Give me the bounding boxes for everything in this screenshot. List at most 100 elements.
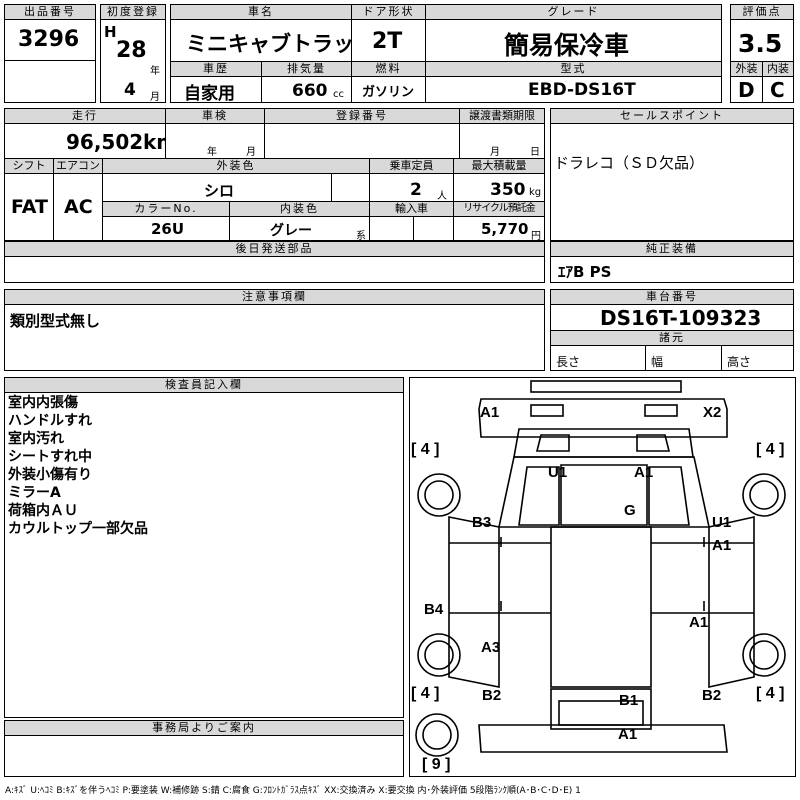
notes-label: 注意事項欄: [4, 289, 545, 305]
genuine-label: 純正装備: [550, 241, 794, 257]
displacement-unit: cc: [333, 89, 344, 100]
windshield-right: [636, 434, 671, 452]
damage-mark: B1: [619, 692, 639, 709]
displacement-label: 排気量: [261, 61, 352, 77]
recycle-cell: [453, 216, 545, 241]
inspector-line: シートすれ中: [8, 449, 92, 465]
reg-year-unit: 年: [150, 66, 160, 77]
inspector-line: 荷箱内ＡＵ: [8, 503, 78, 519]
tire-front-right: [742, 473, 786, 517]
notes-cell: [4, 304, 545, 371]
load-cell: [453, 173, 545, 202]
era: H: [104, 23, 117, 41]
history: 自家用: [184, 84, 235, 104]
score: 3.5: [738, 29, 783, 58]
left-side-panel: [448, 516, 500, 688]
front-panel-outline: [478, 398, 728, 438]
inspector-cell: [4, 392, 404, 718]
legend: A:ｷｽﾞ U:ﾍｺﾐ B:ｷｽﾞを伴うﾍｺﾐ P:要塗装 W:補修跡 S:錆 …: [5, 786, 581, 796]
model-label: 型式: [425, 61, 722, 77]
int-color-cell: [229, 216, 370, 241]
cabin-center: [560, 464, 648, 526]
inspector-notes: 室内内張傷 ハンドルすれ 室内汚れ シートすれ中 外装小傷有り ミラーA 荷箱内…: [8, 394, 148, 538]
ext-color-label: 外装色: [102, 158, 370, 174]
notes-text: 類別型式無し: [10, 312, 101, 330]
recycle: 5,770: [481, 220, 529, 238]
tire-rear-left: [417, 633, 461, 677]
capacity: 2: [410, 180, 422, 200]
car-name: ミニキャブトラック: [186, 32, 375, 56]
tire-tread-rl: [ 4 ]: [411, 685, 440, 702]
int-grade: C: [770, 78, 785, 102]
grade: 簡易保冷車: [504, 31, 630, 60]
door-label: ドア形状: [351, 4, 426, 20]
truck-diagram: [415, 380, 786, 757]
damage-mark: U1: [712, 514, 732, 531]
ext-color-extra-cell: [331, 173, 370, 202]
damage-mark: A1: [712, 537, 732, 554]
shift: FAT: [11, 196, 48, 218]
int-color-suffix: 系: [356, 231, 366, 242]
recycle-label: リサイクル預託金: [453, 201, 545, 217]
inspector-label: 検査員記入欄: [4, 377, 404, 393]
int-color-label: 内装色: [229, 201, 370, 217]
damage-mark: B4: [424, 601, 444, 618]
fuel-cell: [351, 76, 426, 103]
transfer-cell: [459, 123, 545, 159]
inspector-line: 室内内張傷: [8, 395, 78, 411]
windshield-left: [535, 434, 570, 452]
tire-tread-spare: [ 9 ]: [422, 756, 451, 773]
transfer-day-unit: 日: [530, 147, 540, 158]
capacity-label: 乗車定員: [369, 158, 454, 174]
door: 2T: [372, 29, 403, 54]
damage-mark: A1: [618, 726, 638, 743]
load: 350: [490, 180, 526, 200]
lot-no-cell: [4, 19, 96, 61]
int-color: グレー: [270, 223, 312, 239]
ext-color: シロ: [204, 182, 235, 200]
windshield-outline: [513, 428, 694, 458]
model: EBD-DS16T: [528, 80, 636, 100]
score-label: 評価点: [730, 4, 794, 20]
grade-cell: [425, 19, 722, 62]
ext-grade: D: [738, 78, 755, 102]
history-label: 車歴: [170, 61, 262, 77]
rear-panel: [550, 688, 652, 730]
displacement: 660: [292, 81, 328, 101]
sales-point-text: ドラレコ（ＳＤ欠品）: [554, 154, 705, 172]
front-bumper-outline: [530, 380, 682, 393]
mileage-label: 走行: [4, 108, 166, 124]
first-reg-cell: [100, 19, 166, 103]
diagram-frame: [409, 377, 796, 777]
genuine: ｴｱB PS: [558, 263, 612, 281]
color-no-label: カラーNo.: [102, 201, 230, 217]
mileage: 96,502: [66, 130, 144, 154]
damage-mark: G: [624, 502, 636, 519]
shift-label: シフト: [4, 158, 54, 174]
front-lamp-left: [530, 404, 564, 417]
front-lamp-right: [644, 404, 678, 417]
sales-point-cell: [550, 123, 794, 241]
first-reg-label: 初度登録: [100, 4, 166, 20]
lot-no-label: 出品番号: [4, 4, 96, 20]
ac: AC: [64, 196, 93, 218]
import-cell-a: [369, 216, 414, 241]
load-unit: kg: [529, 187, 542, 198]
inspection-label: 車検: [165, 108, 265, 124]
office-cell: [4, 735, 404, 777]
damage-mark: A1: [689, 614, 709, 631]
car-name-label: 車名: [170, 4, 352, 20]
int-label: 内装: [762, 61, 794, 77]
displacement-cell: [261, 76, 352, 103]
later-parts-label: 後日発送部品: [4, 241, 545, 257]
shift-cell: [4, 173, 54, 241]
sales-point-label: セールスポイント: [550, 108, 794, 124]
lot-blank-cell: [4, 60, 96, 103]
color-no-cell: [102, 216, 230, 241]
tire-tread-fr: [ 4 ]: [756, 441, 785, 458]
door-cell: [351, 19, 426, 62]
ac-cell: [53, 173, 103, 241]
right-side-panel: [708, 516, 755, 688]
inspection-year-unit: 年: [207, 147, 217, 158]
genuine-cell: [550, 256, 794, 283]
